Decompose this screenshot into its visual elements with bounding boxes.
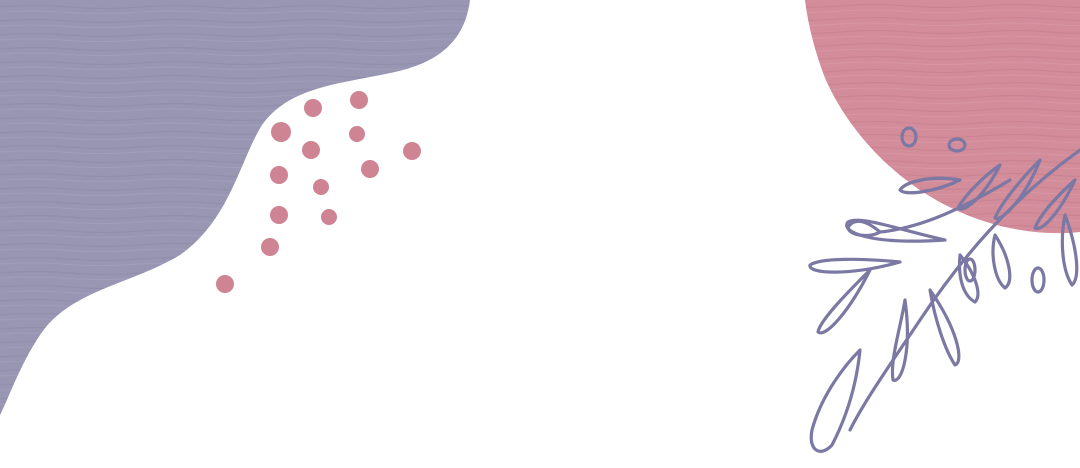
- leaf-loop: [963, 257, 977, 283]
- branch-stem-main: [848, 148, 1080, 432]
- leaf: [928, 288, 961, 367]
- leaf: [890, 298, 909, 382]
- leaf-loop: [900, 126, 918, 148]
- rose-dot: [270, 166, 288, 184]
- leaf-branch-line-art: [808, 126, 1080, 453]
- leaf: [956, 163, 1002, 211]
- leaf: [816, 268, 872, 335]
- rose-dot: [261, 238, 279, 256]
- rose-dot: [349, 126, 365, 142]
- rose-dot-cluster: [216, 91, 421, 293]
- leaf: [1033, 178, 1077, 231]
- rose-dot: [271, 122, 291, 142]
- leaf-loop: [1030, 266, 1046, 294]
- leaf: [809, 348, 862, 453]
- rose-dot: [270, 206, 288, 224]
- rose-dot: [321, 209, 337, 225]
- rose-paint-circle: [805, 0, 1080, 234]
- rose-dot: [313, 179, 329, 195]
- leaf-loop: [947, 137, 967, 153]
- leaf: [991, 233, 1012, 290]
- leaf: [1060, 213, 1079, 287]
- rose-dot: [304, 99, 322, 117]
- leaf: [957, 253, 980, 304]
- rose-dot: [216, 275, 234, 293]
- branch-stem-upper: [878, 178, 1012, 234]
- lavender-paint-blob: [0, 0, 470, 415]
- leaf: [898, 176, 962, 195]
- leaf: [993, 158, 1042, 220]
- rose-dot: [302, 141, 320, 159]
- rose-dot: [361, 160, 379, 178]
- leaf: [808, 257, 902, 274]
- rose-dot: [350, 91, 368, 109]
- rose-dot: [403, 142, 421, 160]
- leaf: [845, 218, 947, 243]
